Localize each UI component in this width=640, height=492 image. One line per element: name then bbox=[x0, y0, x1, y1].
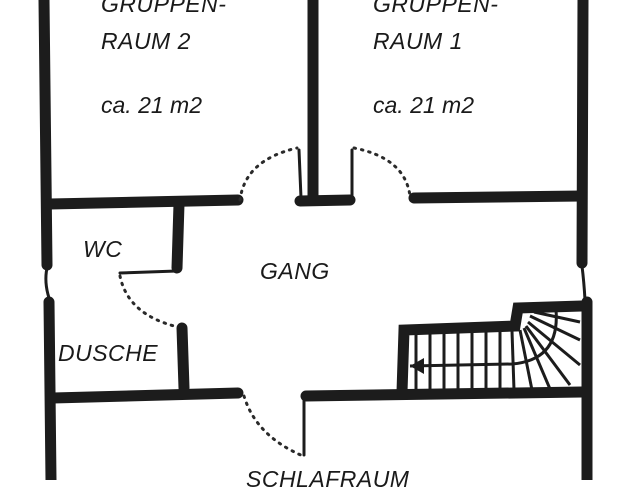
door-jamb-left bbox=[297, 148, 303, 200]
stair-tread bbox=[510, 330, 516, 391]
wall-dusche-vertical bbox=[176, 322, 190, 394]
stair-winder bbox=[524, 325, 572, 386]
wall-schlafraum-top-right bbox=[300, 386, 588, 402]
stair-arrow-icon bbox=[410, 358, 424, 374]
wall-gruppenraum2-bottom bbox=[44, 194, 244, 210]
room-label-gruppenraum1-line1: GRUPPEN- bbox=[373, 0, 499, 17]
wall-wc-vertical bbox=[171, 198, 185, 274]
floor-plan bbox=[38, 0, 593, 480]
wall-wc-thin bbox=[118, 269, 179, 275]
window-right bbox=[580, 264, 587, 302]
door-swing-gruppenraum2 bbox=[238, 146, 299, 202]
door-swing-schlafraum bbox=[242, 394, 305, 458]
outer-wall-right-upper bbox=[576, 0, 589, 269]
stair-enclosure bbox=[396, 300, 588, 398]
wall-schlafraum-top-left bbox=[47, 387, 244, 404]
door-swing-gruppenraum1 bbox=[352, 146, 412, 198]
room-label-wc: WC bbox=[83, 236, 123, 262]
room-label-dusche: DUSCHE bbox=[58, 340, 159, 366]
door-swing-wc bbox=[118, 274, 180, 329]
wall-gruppenraum1-bottom bbox=[408, 190, 588, 204]
stair-winder bbox=[527, 320, 581, 367]
room-label-gang: GANG bbox=[260, 258, 330, 284]
outer-wall-left-upper bbox=[38, 0, 53, 271]
room-label-gruppenraum2-line1: GRUPPEN- bbox=[101, 0, 227, 17]
window-left bbox=[44, 266, 51, 300]
room-area-gruppenraum2: ca. 21 m2 bbox=[101, 92, 202, 118]
room-area-gruppenraum1: ca. 21 m2 bbox=[373, 92, 474, 118]
room-label-gruppenraum2-line2: RAUM 2 bbox=[101, 28, 191, 54]
staircase bbox=[409, 309, 581, 391]
stair-walking-line bbox=[409, 309, 558, 368]
wall-center-stub bbox=[294, 194, 356, 207]
room-label-gruppenraum1-line2: RAUM 1 bbox=[373, 28, 463, 54]
outer-wall-left-lower bbox=[43, 296, 57, 480]
